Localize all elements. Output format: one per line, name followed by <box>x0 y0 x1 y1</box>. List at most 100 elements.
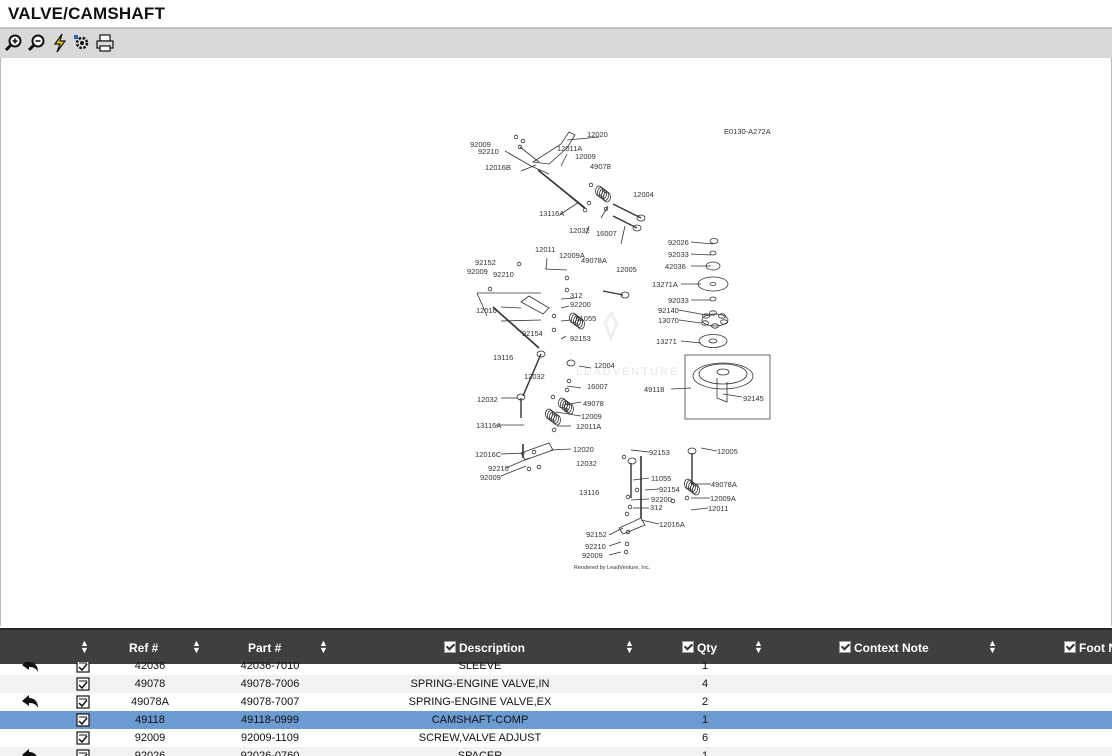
diagram-callout[interactable]: 12011A <box>576 422 601 431</box>
diagram-callout[interactable]: 12004 <box>594 361 615 370</box>
diagram-callout[interactable]: 92210 <box>478 147 499 156</box>
diagram-callout[interactable]: 16007 <box>596 229 617 238</box>
diagram-viewer[interactable]: E0130-A272A Rendered by LeadVenture, Inc… <box>0 58 1112 626</box>
diagram-callout[interactable]: 92009 <box>467 267 488 276</box>
note-icon[interactable] <box>76 713 90 727</box>
diagram-callout[interactable]: 49078 <box>590 162 611 171</box>
diagram-callout[interactable]: 12016C <box>475 450 502 459</box>
diagram-callout[interactable]: 12032 <box>569 226 590 235</box>
diagram-callout[interactable]: 12005 <box>616 265 637 274</box>
reply-arrow-icon[interactable] <box>20 662 40 674</box>
diagram-callout[interactable]: 12011A <box>557 144 582 153</box>
diagram-callout[interactable]: 12009A <box>559 251 585 260</box>
diagram-callout[interactable]: 92200 <box>651 495 672 504</box>
note-icon[interactable] <box>76 662 90 673</box>
diagram-callout[interactable]: 12032 <box>477 395 498 404</box>
diagram-callout[interactable]: 92033 <box>668 296 689 305</box>
diagram-callout[interactable]: 92153 <box>649 448 670 457</box>
note-icon[interactable] <box>76 749 90 756</box>
diagram-callout[interactable]: 12009 <box>581 412 602 421</box>
column-checkbox[interactable] <box>839 641 851 653</box>
diagram-callout[interactable]: 11055 <box>651 474 671 483</box>
sort-icon[interactable]: ▲▼ <box>319 638 328 655</box>
diagram-callout[interactable]: 13116A <box>476 421 501 430</box>
reply-arrow-icon[interactable] <box>20 748 40 756</box>
diagram-callout[interactable]: 92009 <box>480 473 501 482</box>
diagram-callout[interactable]: 13070 <box>658 316 679 325</box>
diagram-callout[interactable]: 92140 <box>658 306 679 315</box>
note-icon[interactable] <box>76 731 90 745</box>
part-number-cell[interactable]: 49118-0999 <box>241 714 299 726</box>
part-number-cell[interactable]: 92009-1109 <box>241 732 299 744</box>
column-checkbox[interactable] <box>682 641 694 653</box>
diagram-callout[interactable]: 12011 <box>535 245 555 254</box>
exploded-parts-diagram[interactable]: E0130-A272A Rendered by LeadVenture, Inc… <box>1 58 1111 626</box>
diagram-callout[interactable]: 92152 <box>586 530 607 539</box>
diagram-callout[interactable]: 12009 <box>575 152 596 161</box>
sort-icon[interactable]: ▲▼ <box>625 638 634 655</box>
diagram-callout[interactable]: 49078A <box>581 256 607 265</box>
diagram-callout[interactable]: 92154 <box>522 329 543 338</box>
sort-icon[interactable]: ▲▼ <box>988 638 997 655</box>
settings-icon[interactable] <box>72 33 92 53</box>
sort-icon[interactable]: ▲▼ <box>192 638 201 655</box>
note-icon[interactable] <box>76 695 90 709</box>
part-number-cell[interactable]: 49078-7006 <box>240 678 300 690</box>
diagram-callout[interactable]: 92154 <box>659 485 680 494</box>
diagram-callout[interactable]: 13116 <box>579 488 599 497</box>
diagram-callout[interactable]: 13271 <box>656 337 677 346</box>
note-icon[interactable] <box>76 677 90 691</box>
diagram-callout[interactable]: 12020 <box>573 445 594 454</box>
diagram-callout[interactable]: 12009A <box>710 494 736 503</box>
diagram-callout[interactable]: 92145 <box>743 394 764 403</box>
column-checkbox[interactable] <box>444 641 456 653</box>
col-qty[interactable]: Qty <box>682 641 717 655</box>
diagram-callout[interactable]: 12004 <box>633 190 654 199</box>
diagram-callout[interactable]: 49118 <box>644 385 664 394</box>
diagram-callout[interactable]: 13116A <box>539 209 564 218</box>
diagram-callout[interactable]: 11055 <box>576 314 596 323</box>
diagram-callout[interactable]: 312 <box>650 503 663 512</box>
diagram-callout[interactable]: 12011 <box>708 504 728 513</box>
print-icon[interactable] <box>95 33 115 53</box>
col-description[interactable]: Description <box>444 641 525 655</box>
zoom-out-icon[interactable] <box>27 33 47 53</box>
diagram-callout[interactable]: 12016B <box>485 163 511 172</box>
part-number-cell[interactable]: 42036-7010 <box>240 662 300 672</box>
diagram-callout[interactable]: 12005 <box>717 447 738 456</box>
diagram-callout[interactable]: 92153 <box>570 334 591 343</box>
diagram-callout[interactable]: 12016A <box>659 520 685 529</box>
diagram-callout[interactable]: 92210 <box>585 542 606 551</box>
col-context-note[interactable]: Context Note <box>839 641 929 655</box>
diagram-callout[interactable]: 92152 <box>475 258 496 267</box>
diagram-callout[interactable]: 13271A <box>652 280 678 289</box>
diagram-callout[interactable]: 92210 <box>493 270 514 279</box>
diagram-callout[interactable]: 92009 <box>470 140 491 149</box>
col-foot-note[interactable]: Foot N <box>1064 641 1112 655</box>
diagram-callout[interactable]: 12020 <box>587 130 608 139</box>
diagram-callout[interactable]: 13116 <box>493 353 513 362</box>
diagram-callout[interactable]: 312 <box>570 291 583 300</box>
diagram-callout[interactable]: 12032 <box>576 459 597 468</box>
diagram-callout[interactable]: 12032 <box>524 372 545 381</box>
zoom-in-icon[interactable] <box>4 33 24 53</box>
sort-icon[interactable]: ▲▼ <box>754 638 763 655</box>
flash-icon[interactable] <box>50 33 70 53</box>
diagram-callout[interactable]: 12016 <box>476 306 497 315</box>
column-checkbox[interactable] <box>1064 641 1076 653</box>
diagram-callout[interactable]: 49078 <box>583 399 604 408</box>
diagram-callout[interactable]: 92009 <box>582 551 603 560</box>
diagram-callout[interactable]: 92210 <box>488 464 509 473</box>
sort-icon[interactable]: ▲▼ <box>80 638 89 655</box>
diagram-callout[interactable]: 42036 <box>665 262 686 271</box>
diagram-callout[interactable]: 92026 <box>668 238 689 247</box>
diagram-callout[interactable]: 92200 <box>570 300 591 309</box>
diagram-callout[interactable]: 49078A <box>711 480 737 489</box>
diagram-callout[interactable]: 92033 <box>668 250 689 259</box>
